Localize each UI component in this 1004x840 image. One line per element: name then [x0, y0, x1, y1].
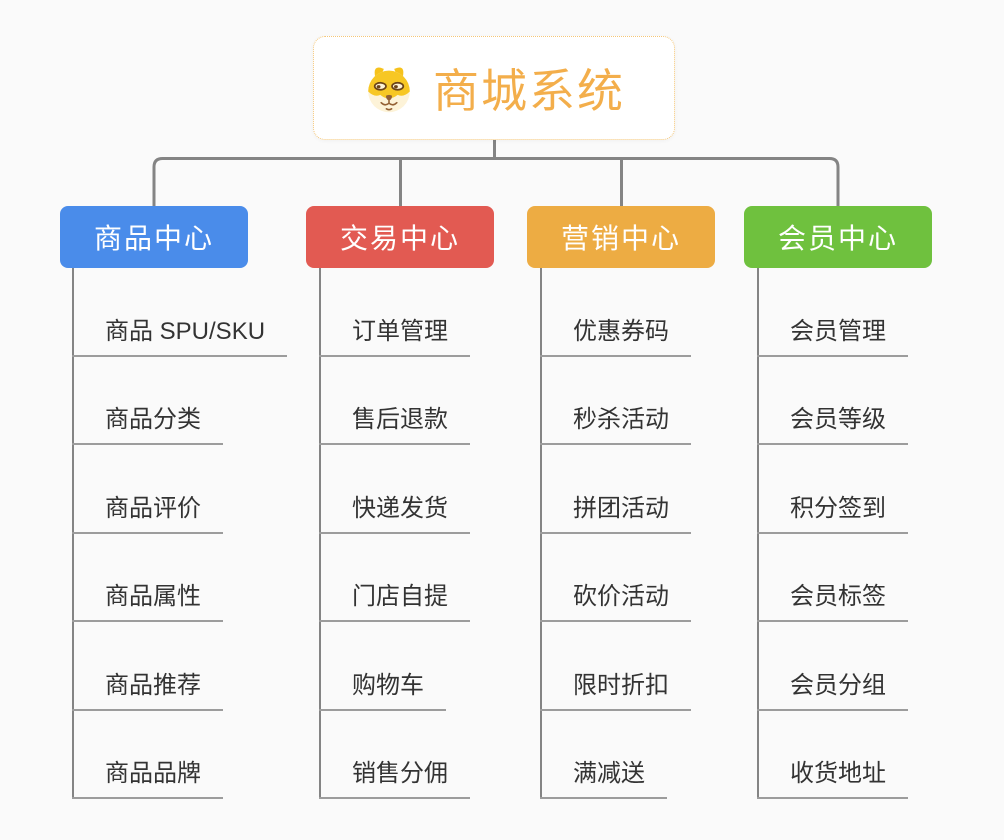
leaf-node[interactable]: 会员等级: [757, 405, 908, 445]
shiba-dog-icon: [368, 67, 410, 113]
leaf-node[interactable]: 秒杀活动: [540, 405, 691, 445]
leaf-node[interactable]: 商品属性: [72, 582, 223, 622]
branch-node-marketing-center[interactable]: 营销中心: [527, 206, 715, 268]
leaf-node[interactable]: 会员分组: [757, 671, 908, 711]
leaf-node[interactable]: 优惠券码: [540, 317, 691, 357]
branch-label: 营销中心: [560, 223, 681, 254]
leaf-node[interactable]: 快递发货: [319, 494, 470, 534]
branch-node-trade-center[interactable]: 交易中心: [306, 206, 494, 268]
leaf-node[interactable]: 拼团活动: [540, 494, 691, 534]
leaf-node[interactable]: 售后退款: [319, 405, 470, 445]
leaf-node[interactable]: 销售分佣: [319, 759, 470, 799]
leaf-node[interactable]: 订单管理: [319, 317, 470, 357]
leaf-node[interactable]: 限时折扣: [540, 671, 691, 711]
branch-node-product-center[interactable]: 商品中心: [60, 206, 248, 268]
root-node[interactable]: 商城系统: [313, 36, 675, 140]
leaf-node[interactable]: 商品评价: [72, 494, 223, 534]
leaf-node[interactable]: 商品 SPU/SKU: [72, 317, 288, 357]
leaf-node[interactable]: 会员管理: [757, 317, 908, 357]
leaf-node[interactable]: 门店自提: [319, 582, 470, 622]
leaf-node[interactable]: 购物车: [319, 671, 446, 711]
leaf-node[interactable]: 会员标签: [757, 582, 908, 622]
root-title: 商城系统: [433, 65, 625, 117]
leaf-node[interactable]: 商品分类: [72, 405, 223, 445]
leaf-column-trade-center: 订单管理 售后退款 快递发货 门店自提 购物车 销售分佣: [319, 268, 470, 799]
branch-node-member-center[interactable]: 会员中心: [744, 206, 932, 268]
leaf-node[interactable]: 满减送: [540, 759, 667, 799]
branch-label: 商品中心: [93, 223, 214, 254]
leaf-node[interactable]: 商品推荐: [72, 671, 223, 711]
leaf-node[interactable]: 砍价活动: [540, 582, 691, 622]
leaf-column-product-center: 商品 SPU/SKU 商品分类 商品评价 商品属性 商品推荐 商品品牌: [72, 268, 288, 799]
branch-label: 交易中心: [339, 223, 460, 254]
branch-label: 会员中心: [777, 223, 898, 254]
leaf-node[interactable]: 积分签到: [757, 494, 908, 534]
leaf-column-member-center: 会员管理 会员等级 积分签到 会员标签 会员分组 收货地址: [757, 268, 908, 799]
leaf-column-marketing-center: 优惠券码 秒杀活动 拼团活动 砍价活动 限时折扣 满减送: [540, 268, 691, 799]
leaf-node[interactable]: 商品品牌: [72, 759, 223, 799]
branch-rail-line: [152, 157, 840, 206]
leaf-node[interactable]: 收货地址: [757, 759, 908, 799]
